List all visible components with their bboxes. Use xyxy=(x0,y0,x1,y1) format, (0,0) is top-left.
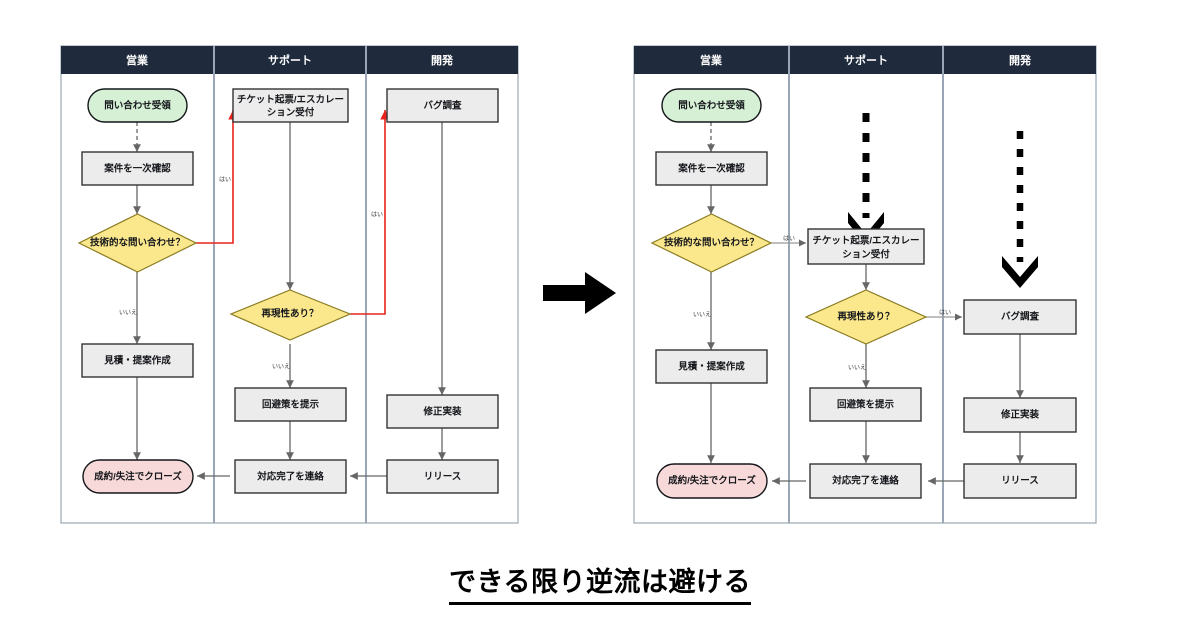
after-node-release[interactable]: リリース xyxy=(963,463,1077,499)
after-node-bug[interactable]: バグ調査 xyxy=(963,299,1077,335)
before-lane-header-support: サポート xyxy=(268,53,312,67)
before-node-workaround-label: 回避策を提示 xyxy=(262,399,320,411)
after-node-ticket-label-line1: チケット起票/エスカレー xyxy=(812,235,919,247)
after-node-start-label: 問い合わせ受領 xyxy=(678,100,745,112)
before-node-bug-label: バグ調査 xyxy=(423,100,462,112)
before-node-start-label: 問い合わせ受領 xyxy=(104,100,171,112)
before-node-workaround[interactable]: 回避策を提示 xyxy=(234,387,347,422)
after-node-quote[interactable]: 見積・提案作成 xyxy=(655,349,768,384)
after-lane-header-support: サポート xyxy=(844,53,888,67)
before-node-close[interactable]: 成約/失注でクローズ xyxy=(82,459,194,494)
before-node-triage-label: 案件を一次確認 xyxy=(103,163,171,175)
before-node-quote-label: 見積・提案作成 xyxy=(103,355,171,367)
after-node-release-label: リリース xyxy=(1001,476,1039,487)
before-lane-header-sales: 営業 xyxy=(126,53,149,67)
before-node-triage[interactable]: 案件を一次確認 xyxy=(81,151,194,186)
after-node-close[interactable]: 成約/失注でクローズ xyxy=(656,463,768,499)
after-node-notify[interactable]: 対応完了を連絡 xyxy=(809,463,922,499)
after-edge-label-repro-no: いいえ xyxy=(848,365,866,372)
before-node-notify-label: 対応完了を連絡 xyxy=(256,471,324,483)
before-node-decision[interactable]: 技術的な問い合わせ？ xyxy=(77,213,198,273)
before-node-quote[interactable]: 見積・提案作成 xyxy=(81,343,194,378)
after-node-workaround-label: 回避策を提示 xyxy=(837,399,895,411)
after-node-bug-label: バグ調査 xyxy=(1001,311,1040,323)
before-node-fix-label: 修正実装 xyxy=(422,406,462,418)
after-node-workaround[interactable]: 回避策を提示 xyxy=(809,387,922,422)
before-node-bug[interactable]: バグ調査 xyxy=(386,88,499,123)
before-node-repro[interactable]: 再現性あり？ xyxy=(229,289,352,341)
after-node-ticket[interactable]: チケット起票/エスカレー ション受付 xyxy=(807,228,925,265)
before-node-start[interactable]: 問い合わせ受領 xyxy=(87,88,188,123)
before-node-ticket[interactable]: チケット起票/エスカレー ション受付 xyxy=(232,88,349,123)
before-diagram: 営業 サポート 開発 いいえ はい いいえ はい xyxy=(60,45,519,524)
after-node-repro[interactable]: 再現性あり？ xyxy=(804,289,928,345)
after-node-decision[interactable]: 技術的な問い合わせ？ xyxy=(650,213,773,273)
after-node-fix[interactable]: 修正実装 xyxy=(963,397,1077,433)
before-lane-header-bar xyxy=(61,46,518,74)
figure-caption: できる限り逆流は避ける xyxy=(0,560,1200,605)
before-backflow-label-yes-2: はい xyxy=(371,212,383,219)
after-diagram: 営業 サポート 開発 いいえ はい いいえ はい xyxy=(633,45,1097,524)
before-node-ticket-label-line2: ション受付 xyxy=(267,107,315,119)
before-backflow-repro-to-bug xyxy=(350,110,390,315)
before-edge-label-repro-no: いいえ xyxy=(272,364,290,371)
figure-caption-text: できる限り逆流は避ける xyxy=(449,560,751,605)
before-node-close-label: 成約/失注でクローズ xyxy=(94,471,182,483)
before-lane-header-dev: 開発 xyxy=(431,53,454,67)
before-node-notify[interactable]: 対応完了を連絡 xyxy=(234,459,347,494)
after-edge-label-yes-1: はい xyxy=(783,236,795,243)
before-edge-label-decision-no: いいえ xyxy=(119,310,137,317)
after-node-repro-label: 再現性あり？ xyxy=(837,311,894,323)
before-node-fix[interactable]: 修正実装 xyxy=(386,394,499,429)
after-lane-header-bar xyxy=(634,46,1096,74)
after-node-fix-label: 修正実装 xyxy=(1000,409,1040,421)
before-backflow-decision-to-ticket xyxy=(196,110,238,244)
after-node-triage[interactable]: 案件を一次確認 xyxy=(655,151,768,186)
right-arrow-icon xyxy=(543,272,616,314)
after-lane-header-dev: 開発 xyxy=(1009,53,1032,67)
before-node-release[interactable]: リリース xyxy=(386,459,499,494)
before-backflow-label-yes-1: はい xyxy=(219,177,231,184)
after-edge-label-yes-2: はい xyxy=(939,310,951,317)
after-node-start[interactable]: 問い合わせ受領 xyxy=(661,88,762,123)
before-node-ticket-label-line1: チケット起票/エスカレー xyxy=(237,94,344,106)
after-node-decision-label: 技術的な問い合わせ？ xyxy=(664,237,759,249)
after-lane-header-sales: 営業 xyxy=(700,53,723,67)
before-node-repro-label: 再現性あり？ xyxy=(261,308,318,320)
after-edge-label-decision-no: いいえ xyxy=(693,312,711,319)
after-node-notify-label: 対応完了を連絡 xyxy=(831,475,899,487)
after-node-close-label: 成約/失注でクローズ xyxy=(668,475,756,487)
after-node-triage-label: 案件を一次確認 xyxy=(677,163,745,175)
before-node-release-label: リリース xyxy=(424,472,462,483)
before-node-decision-label: 技術的な問い合わせ？ xyxy=(90,237,185,249)
after-node-quote-label: 見積・提案作成 xyxy=(677,361,745,373)
after-bold-dashed-arrow-dev xyxy=(1002,131,1038,288)
after-node-ticket-label-line2: ション受付 xyxy=(842,249,890,261)
